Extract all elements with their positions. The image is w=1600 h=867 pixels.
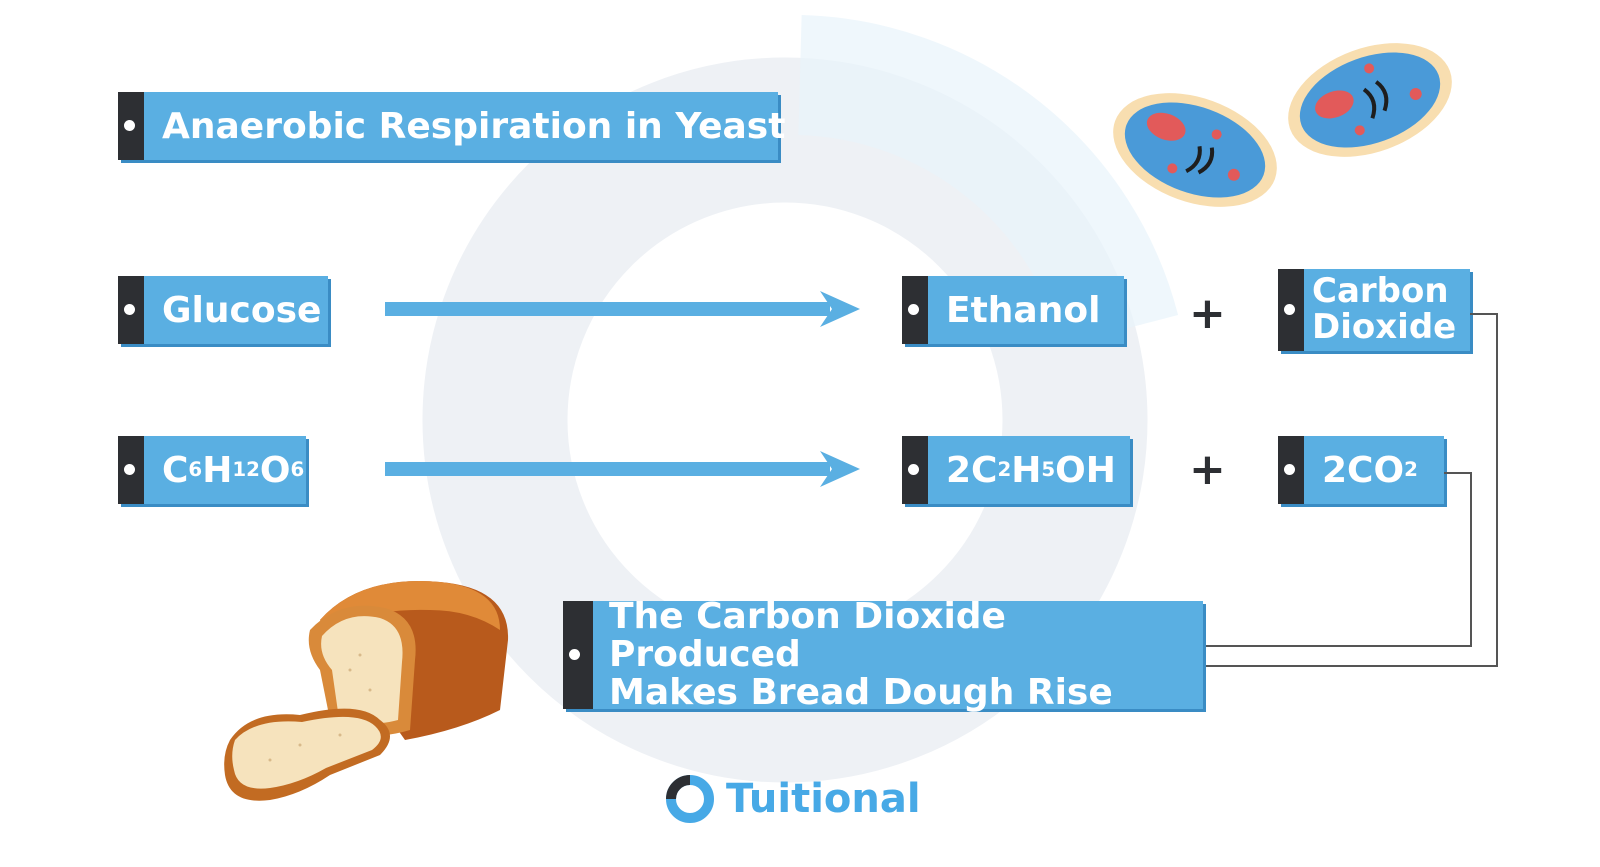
plus-sign-chemical: + (1189, 444, 1226, 495)
formula-part: O (259, 449, 291, 491)
formula-part: H (1011, 449, 1042, 491)
bread-loaf-icon (224, 581, 509, 801)
ethanol-tab (902, 276, 928, 344)
note-box: The Carbon Dioxide Produced Makes Bread … (563, 596, 1203, 713)
page-title: Anaerobic Respiration in Yeast (162, 105, 786, 147)
ethanol-formula-tab (902, 436, 928, 504)
tuitional-logo-text: Tuitional (726, 776, 921, 822)
title-tab (118, 92, 144, 160)
formula-part: 2CO (1322, 449, 1405, 491)
note-line2: Makes Bread Dough Rise (609, 671, 1113, 713)
carbon-dioxide-box: Carbon Dioxide (1278, 269, 1470, 351)
carbon-dioxide-line1: Carbon (1312, 271, 1449, 312)
formula-part: 2C (946, 449, 998, 491)
arrow-chemical-equation (385, 451, 860, 487)
glucose-tab (118, 276, 144, 344)
arrow-word-equation (385, 291, 860, 327)
carbon-dioxide-tab (1278, 269, 1304, 351)
plus-sign-word: + (1189, 288, 1226, 339)
formula-part: OH (1055, 449, 1116, 491)
formula-part: C (162, 449, 189, 491)
title-box: Anaerobic Respiration in Yeast (118, 92, 786, 160)
glucose-box: Glucose (118, 276, 328, 344)
carbon-dioxide-label: Carbon Dioxide (1312, 269, 1456, 351)
ethanol-label: Ethanol (946, 289, 1101, 331)
glucose-label: Glucose (162, 289, 322, 331)
yeast-cell-icon (1113, 43, 1452, 207)
formula-part: H (202, 449, 233, 491)
glucose-formula-tab (118, 436, 144, 504)
tuitional-logo-icon (666, 775, 714, 823)
note-line1: The Carbon Dioxide Produced (609, 596, 1006, 676)
co2-formula-tab (1278, 436, 1304, 504)
note-text: The Carbon Dioxide Produced Makes Bread … (609, 596, 1189, 713)
ethanol-box: Ethanol (902, 276, 1124, 344)
note-tab (563, 601, 593, 709)
carbon-dioxide-line2: Dioxide (1312, 307, 1457, 347)
